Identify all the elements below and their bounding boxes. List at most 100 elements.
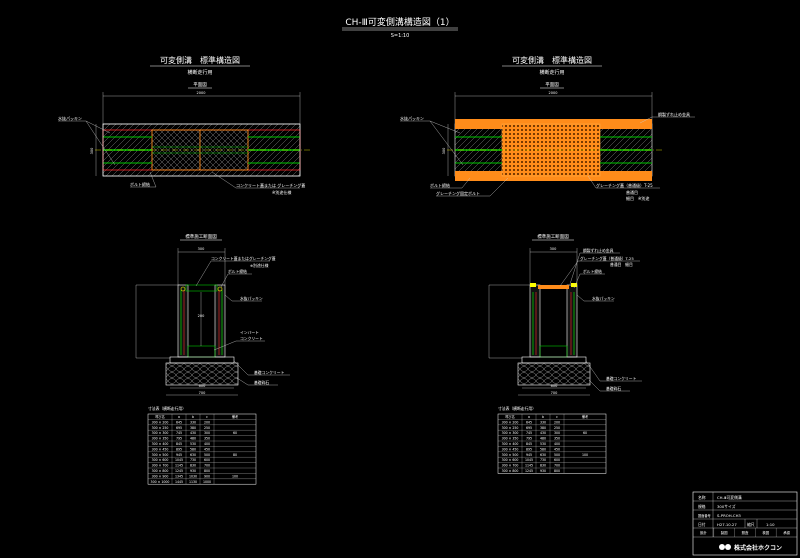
left-view: 可変側溝 標準構造図 横断走行用 平面図 2000 300 [58, 55, 312, 485]
left-table-cell: 300 × 600 [152, 458, 169, 462]
left-section-callout-lid: コンクリート蓋またはグレーチング蓋 [211, 256, 276, 261]
right-table-cell: 200 [554, 420, 560, 424]
left-width-dim: 300 [90, 148, 94, 155]
right-callout-anchor: 鋼製ずれ止め金具 [658, 111, 690, 117]
right-section-bottom-dim1: 600 [551, 384, 558, 388]
left-section: 300 200 600 [135, 247, 239, 396]
right-table-cell: 1045 [525, 458, 533, 462]
right-section-callout-grating2: 普通目 細目 [610, 262, 633, 267]
left-table-cell: 1045 [175, 458, 183, 462]
tb-check-label: 承認 [783, 530, 790, 535]
right-table-cell: 330 [540, 420, 546, 424]
right-section-top-dim: 300 [550, 247, 557, 251]
left-table-cell: 1030 [189, 474, 197, 478]
right-section-label: 標準施工断面図 [537, 233, 569, 240]
right-table-cell: 830 [540, 464, 546, 468]
right-table-cell: 450 [554, 447, 560, 451]
left-table-cell: 830 [190, 464, 196, 468]
left-table-header-cell: 備考 [232, 414, 238, 419]
left-table-cell: 530 [190, 442, 196, 446]
left-view-subtitle: 横断走行用 [187, 69, 212, 76]
right-callout-bolt: ボルト締結 [430, 182, 450, 188]
left-table-cell: 800 [204, 469, 210, 473]
right-view-subtitle: 横断走行用 [539, 69, 564, 76]
right-table-cell: 800 [554, 469, 560, 473]
left-table-cell: 350 [204, 437, 210, 441]
right-section-bottom-dim2: 700 [551, 391, 558, 395]
right-view: 可変側溝 標準構造図 横断走行用 平面図 2000 300 水抜パッキン 鋼製ず… [400, 55, 695, 474]
left-table-cell: 930 [190, 469, 196, 473]
right-table-cell: 700 [554, 464, 560, 468]
right-table-cell: 1145 [525, 464, 533, 468]
right-table-cell: 845 [526, 442, 532, 446]
left-section-callout-invert: インバート [240, 330, 259, 335]
title-block: 名称 CH-Ⅲ可変側溝 規格 300サイズ 図面番号 S-PROH-CH3 日付… [692, 491, 798, 556]
tb-spec-value: 300サイズ [717, 504, 736, 509]
tb-check-label: 設計 [700, 530, 707, 535]
right-section-callout-grating: グレーチング蓋（普通級）T-25 [580, 256, 634, 261]
left-table-cell: 330 [190, 420, 196, 424]
left-table-cell: 80 [233, 453, 237, 457]
right-table-cell: 100 [582, 453, 588, 457]
right-section: 300 600 700 [488, 247, 591, 396]
left-table-cell: 1345 [175, 474, 183, 478]
left-table-cell: 700 [204, 464, 210, 468]
left-table-cell: 600 [204, 458, 210, 462]
tb-scale-label: 縮尺 [747, 522, 755, 527]
left-callout-lid: コンクリート蓋または グレーチング蓋 [236, 182, 305, 188]
company-logo: 株式会社ホクコン [719, 544, 782, 552]
left-table-cell: 730 [190, 458, 196, 462]
left-table-cell: 450 [204, 447, 210, 451]
right-table-cell: 380 [540, 426, 546, 430]
right-callout-grating2: 普通目 [626, 189, 638, 195]
right-table-cell: 300 × 600 [502, 458, 519, 462]
tb-check-row: 設計製図照査検図承認 [700, 528, 791, 537]
right-section-callout-anchor: 鋼製ずれ止め金具 [583, 248, 614, 253]
left-section-callout-packing: 水抜パッキン [240, 296, 263, 301]
left-section-callout-lid2: ※別途仕様 [250, 263, 269, 268]
left-table-cell: 845 [176, 442, 182, 446]
left-callout-lid2: ※別途仕様 [272, 189, 291, 195]
left-table-cell: 795 [176, 437, 182, 441]
left-length-dim: 2000 [197, 91, 206, 95]
left-table-cell: 300 × 500 [152, 453, 169, 457]
left-callout-bolt: ボルト締結 [130, 181, 150, 187]
left-section-inner-dim: 200 [198, 314, 205, 318]
left-table-cell: 1245 [175, 469, 183, 473]
left-table-cell: 60 [233, 431, 237, 435]
sheet-title-block: CH-Ⅲ可変側溝構造図（1） S=1:10 [342, 16, 458, 39]
left-section-callout-bolt: ボルト締結 [228, 269, 247, 274]
right-table-cell: 795 [526, 437, 532, 441]
left-section-bottom-dim2: 700 [199, 391, 206, 395]
left-plan-label: 平面図 [193, 82, 207, 88]
left-plan-body [95, 123, 312, 177]
right-table-cell: 695 [526, 426, 532, 430]
tb-ref-label: 図面番号 [698, 513, 711, 518]
left-table-cell: 300 × 450 [152, 447, 169, 451]
right-callout-grating3: 細目 ※別途 [626, 195, 649, 201]
tb-date-value: H27.10.27 [717, 522, 737, 527]
right-table-cell: 300 × 200 [502, 420, 519, 424]
left-table-cell: 945 [176, 453, 182, 457]
left-section-bottom-dim1: 600 [199, 384, 206, 388]
right-table-cell: 945 [526, 453, 532, 457]
right-table-cell: 250 [554, 426, 560, 430]
right-table-header-cell: 備考 [582, 414, 588, 419]
right-table-cell: 580 [540, 447, 546, 451]
right-table-header-cell: 呼び名 [505, 414, 515, 419]
left-table-cell: 1145 [175, 464, 183, 468]
tb-check-label: 照査 [742, 530, 749, 535]
right-table-cell: 730 [540, 458, 546, 462]
left-table-cell: 300 × 250 [152, 426, 169, 430]
tb-check-label: 検図 [762, 530, 769, 535]
right-table-cell: 300 × 450 [502, 447, 519, 451]
left-table-header-cell: c [206, 415, 208, 419]
right-table-cell: 350 [554, 437, 560, 441]
right-plan-body [447, 119, 664, 181]
right-section-callout-gravel: 基礎砕石 [606, 386, 621, 391]
right-table-cell: 300 × 250 [502, 426, 519, 430]
left-section-label: 標準施工断面図 [185, 233, 217, 240]
right-table-cell: 645 [526, 420, 532, 424]
right-table-cell: 530 [540, 442, 546, 446]
